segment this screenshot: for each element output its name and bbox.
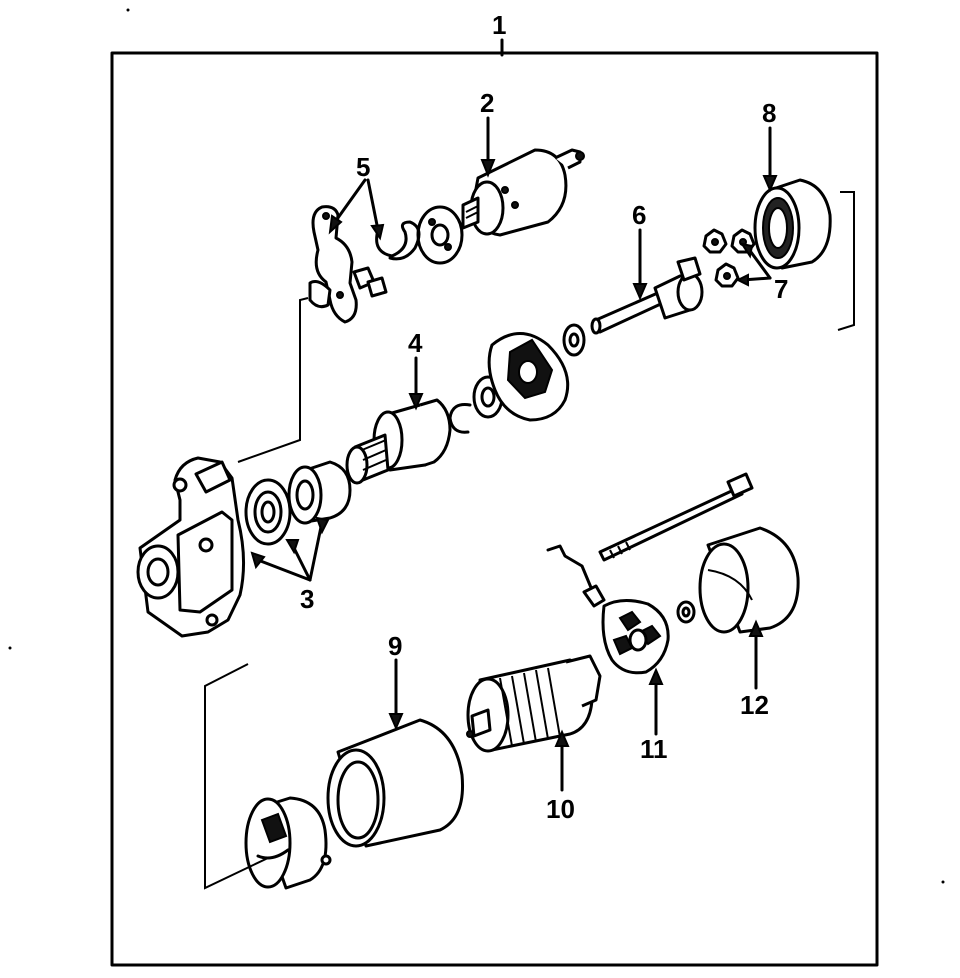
small-ring-part [676,600,696,624]
planetary-shaft-part [590,256,704,335]
solenoid-part [461,148,585,237]
armature-part [466,654,602,753]
shift-lever-part [308,205,358,324]
callout-10: 10 [546,729,575,824]
callout-7: 7 [735,242,788,304]
diagram-frame [110,51,879,967]
stray-mark [941,880,945,884]
callout-11: 11 [640,667,668,764]
bracket-lever [237,297,309,463]
callout-2: 2 [480,88,496,178]
bracket-lower-left [204,663,269,890]
callout-9: 9 [388,631,404,731]
stray-mark [8,646,12,650]
callout-5: 5 [328,152,385,241]
callout-3-label: 3 [300,584,314,614]
bracket-right [837,191,855,331]
through-bolt-part [598,472,754,562]
field-frame-part [326,718,465,848]
callout-5-label: 5 [356,152,370,182]
callout-12: 12 [740,619,769,720]
gear-housing-part [244,796,332,890]
callout-6: 6 [632,200,648,301]
drive-housing-part [136,456,246,638]
callout-8-label: 8 [762,98,776,128]
callout-11-label: 11 [640,734,668,764]
bearings-part [244,460,352,546]
center-plate-part [487,332,570,422]
callout-2-label: 2 [480,88,494,118]
brush-holder-part [546,544,670,675]
callout-1-label: 1 [492,10,506,40]
lever-spring-part [352,220,421,298]
washer-part [562,323,586,357]
callout-4: 4 [408,328,424,411]
callout-6-label: 6 [632,200,646,230]
callout-4-label: 4 [408,328,423,358]
callout-7-label: 7 [774,274,788,304]
callout-8: 8 [762,98,778,193]
drive-pinion-part [345,398,452,485]
stray-mark [126,8,130,12]
callout-10-label: 10 [546,794,575,824]
callout-12-label: 12 [740,690,769,720]
callout-1: 1 [492,10,506,57]
callout-9-label: 9 [388,631,402,661]
end-frame-part [698,526,800,634]
ring-gear-part [753,178,832,270]
plunger-plate-part [416,205,464,265]
callout-3: 3 [250,516,330,614]
